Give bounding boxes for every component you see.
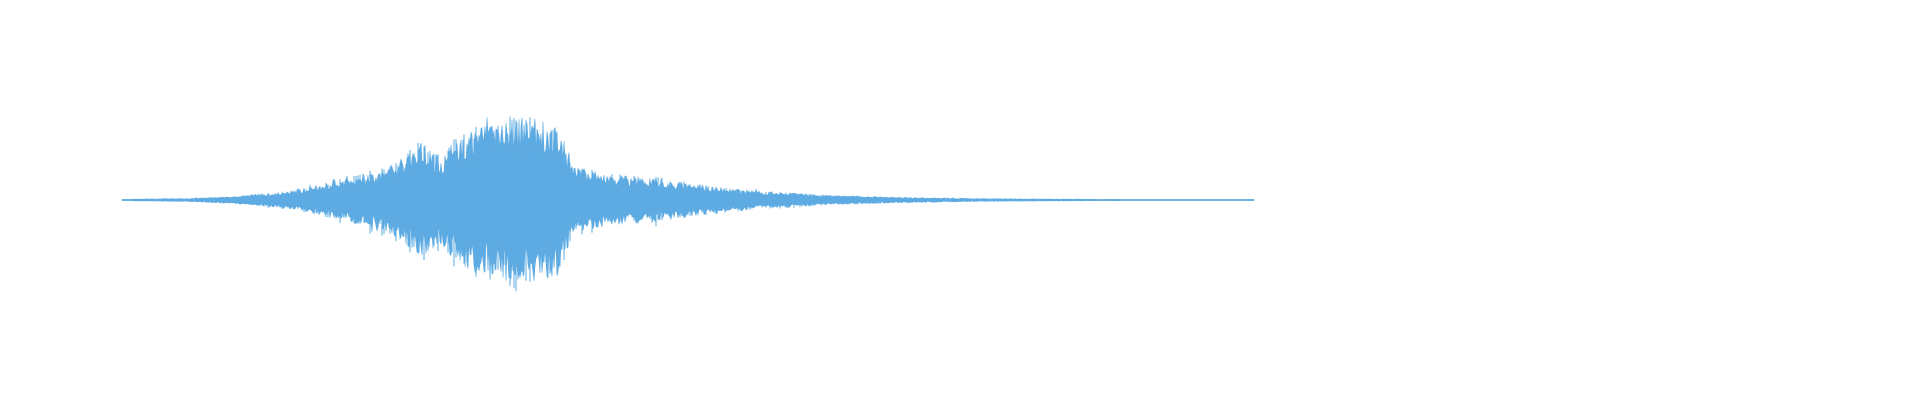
waveform-spikes bbox=[211, 116, 911, 291]
waveform-signal bbox=[121, 117, 1255, 281]
